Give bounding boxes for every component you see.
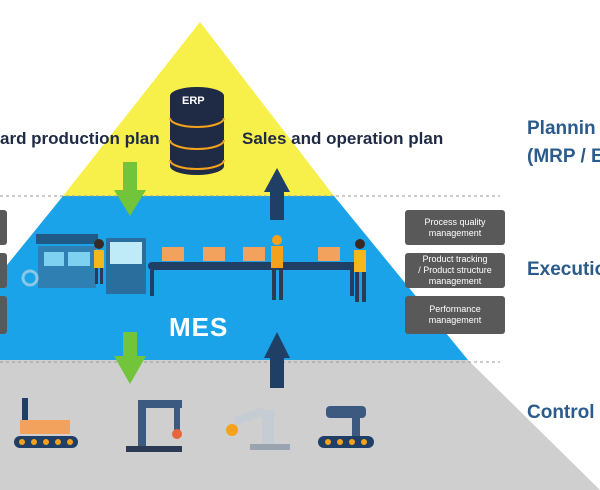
up-arrow-plan <box>264 168 290 220</box>
production-plan-label: ard production plan <box>0 129 160 148</box>
robotic-arm-icon <box>126 400 182 452</box>
execution-level-label: Executio <box>527 259 600 280</box>
robotic-arm-icon <box>14 398 78 448</box>
down-arrow-plan <box>114 162 146 216</box>
left-function-box <box>0 253 7 288</box>
up-arrow-control <box>264 332 290 388</box>
worker-icon <box>354 239 366 302</box>
planning-level-label: Plannin <box>527 118 596 139</box>
down-arrow-control <box>114 332 146 384</box>
worker-icon <box>94 239 104 284</box>
left-function-box <box>0 210 7 245</box>
control-layer <box>0 360 600 490</box>
control-level-label: Control <box>527 402 595 423</box>
conveyor-belt-icon <box>148 247 358 296</box>
robotic-arm-icon <box>226 406 290 450</box>
robotic-arm-icon <box>318 406 374 448</box>
left-function-box <box>0 296 7 334</box>
mes-label: MES <box>169 312 229 342</box>
factory-machine-icon <box>21 234 146 294</box>
planning-level-sublabel: (MRP / E <box>527 146 600 167</box>
erp-label: ERP <box>182 95 205 107</box>
erp-database-icon <box>169 87 225 175</box>
worker-icon <box>271 235 283 300</box>
execution-layer <box>0 196 468 360</box>
sales-operation-plan-label: Sales and operation plan <box>242 129 444 148</box>
